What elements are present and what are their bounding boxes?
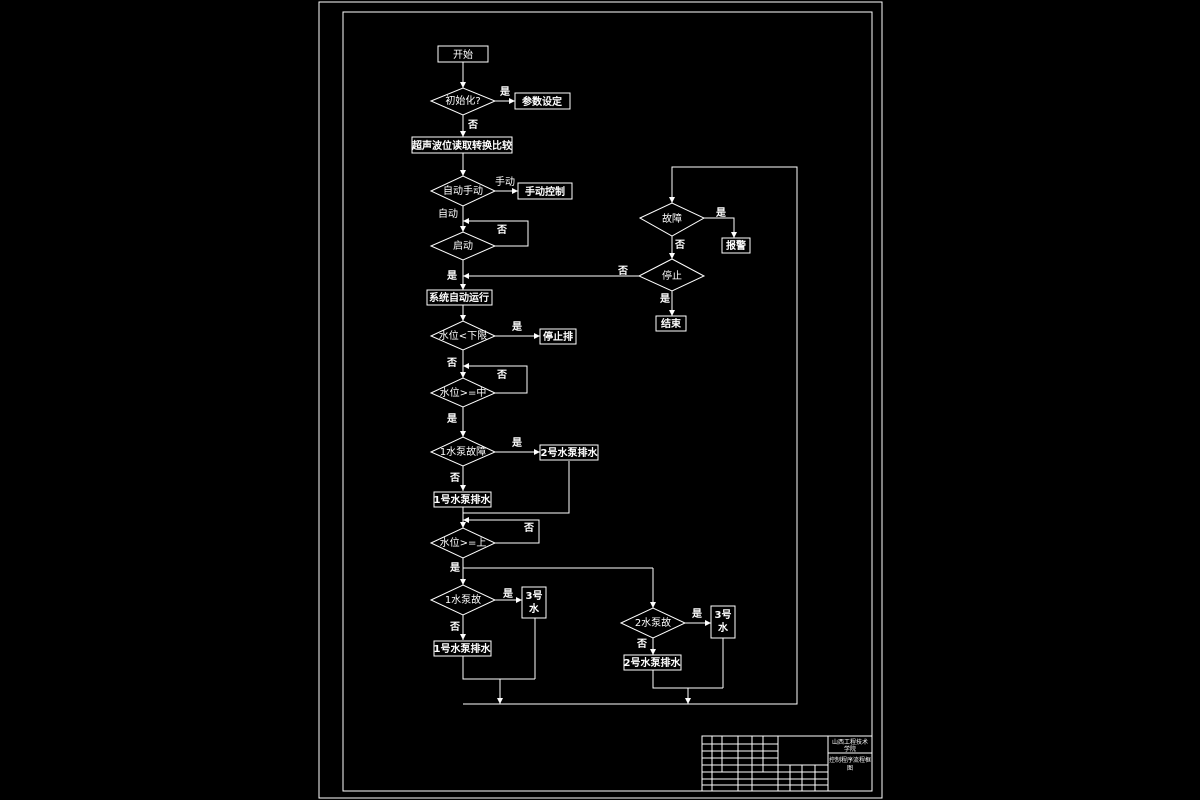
node-sensor: 超声波位读取转换比较	[411, 136, 513, 154]
svg-text:结束: 结束	[661, 317, 682, 330]
node-pump2-drain: 2号水泵排水	[539, 444, 599, 461]
decision-stop: 停止	[637, 258, 706, 292]
arrowheads	[460, 82, 737, 704]
label-yes: 是	[691, 608, 702, 620]
decision-init: 初始化?	[429, 87, 497, 116]
label-manual: 手动	[495, 175, 515, 188]
label-yes: 是	[502, 588, 513, 600]
decision-start: 启动	[429, 231, 497, 261]
decision-pump2-fault: 2水泵故	[619, 607, 687, 639]
svg-text:水位>=中: 水位>=中	[440, 386, 487, 399]
label-yes: 是	[511, 437, 522, 449]
node-pump2-drain-2: 2号水泵排水	[623, 654, 682, 671]
label-no: 否	[496, 224, 507, 236]
drawing-title-line2: 图	[847, 765, 853, 772]
node-param-set: 参数设定	[514, 92, 571, 110]
connectors	[462, 62, 798, 705]
title-block: 山西工程技术 学院 控制程序流程框 图	[701, 735, 873, 792]
svg-text:水: 水	[717, 621, 729, 634]
svg-text:水位<下限: 水位<下限	[439, 329, 487, 342]
label-yes: 是	[715, 207, 726, 219]
decision-pump1-fault-2: 1水泵故	[429, 584, 497, 616]
svg-text:自动手动: 自动手动	[443, 184, 483, 197]
node-pump3-b: 3号 水	[710, 605, 736, 639]
svg-text:1水泵故障: 1水泵故障	[440, 445, 486, 458]
label-no: 否	[636, 638, 647, 650]
decision-water-low: 水位<下限	[429, 320, 497, 351]
svg-text:1号水泵排水: 1号水泵排水	[434, 493, 492, 506]
outer-frame	[318, 1, 883, 799]
svg-text:报警: 报警	[726, 239, 746, 252]
svg-text:1水泵故: 1水泵故	[445, 593, 481, 606]
label-yes: 是	[446, 413, 457, 425]
svg-text:系统自动运行: 系统自动运行	[429, 291, 489, 304]
svg-text:参数设定: 参数设定	[522, 95, 562, 108]
svg-text:手动控制: 手动控制	[525, 185, 565, 198]
node-auto-run: 系统自动运行	[426, 289, 493, 306]
school-name-line2: 学院	[844, 745, 856, 753]
label-no: 否	[674, 239, 685, 251]
label-yes: 是	[511, 321, 522, 333]
label-no: 否	[523, 522, 534, 534]
svg-text:故障: 故障	[662, 212, 682, 225]
node-alarm: 报警	[721, 237, 751, 254]
svg-text:2号水泵排水: 2号水泵排水	[541, 446, 599, 459]
drawing-title-line1: 控制程序流程框	[829, 756, 871, 764]
label-yes: 是	[659, 293, 670, 305]
decision-fault: 故障	[638, 202, 706, 237]
label-yes: 是	[499, 86, 510, 98]
school-name-line1: 山西工程技术	[832, 738, 868, 746]
label-no: 否	[449, 621, 460, 633]
node-manual-ctrl: 手动控制	[517, 182, 573, 200]
label-yes: 是	[449, 562, 460, 574]
svg-text:启动: 启动	[453, 239, 473, 252]
svg-text:停止: 停止	[662, 269, 682, 282]
svg-text:2水泵故: 2水泵故	[635, 616, 671, 629]
svg-text:超声波位读取转换比较: 超声波位读取转换比较	[411, 139, 512, 152]
label-auto: 自动	[438, 207, 458, 220]
decision-pump1-fault: 1水泵故障	[429, 436, 497, 467]
node-start: 开始	[437, 45, 489, 63]
label-no: 否	[617, 265, 628, 277]
svg-text:3号: 3号	[526, 590, 543, 602]
svg-text:水: 水	[528, 602, 540, 615]
node-end: 结束	[655, 315, 687, 332]
node-stop-pump: 停止排	[539, 328, 577, 345]
svg-text:水位>=上: 水位>=上	[440, 536, 487, 549]
decision-mode: 自动手动	[429, 175, 497, 207]
svg-text:初始化?: 初始化?	[445, 94, 480, 107]
svg-text:开始: 开始	[453, 48, 473, 61]
decision-water-mid: 水位>=中	[429, 377, 497, 408]
label-no: 否	[496, 369, 507, 381]
label-yes: 是	[446, 270, 457, 282]
label-no: 否	[446, 357, 457, 369]
node-pump1-drain: 1号水泵排水	[433, 491, 492, 508]
label-no: 否	[467, 119, 478, 131]
inner-frame	[342, 11, 873, 792]
node-pump1-drain-2: 1号水泵排水	[433, 640, 492, 657]
decision-water-high: 水位>=上	[429, 527, 497, 559]
svg-text:停止排: 停止排	[543, 330, 573, 343]
node-pump3-a: 3号 水	[521, 586, 547, 619]
svg-text:1号水泵排水: 1号水泵排水	[434, 642, 492, 655]
svg-text:2号水泵排水: 2号水泵排水	[624, 656, 682, 669]
label-no: 否	[449, 472, 460, 484]
svg-text:3号: 3号	[715, 609, 732, 621]
